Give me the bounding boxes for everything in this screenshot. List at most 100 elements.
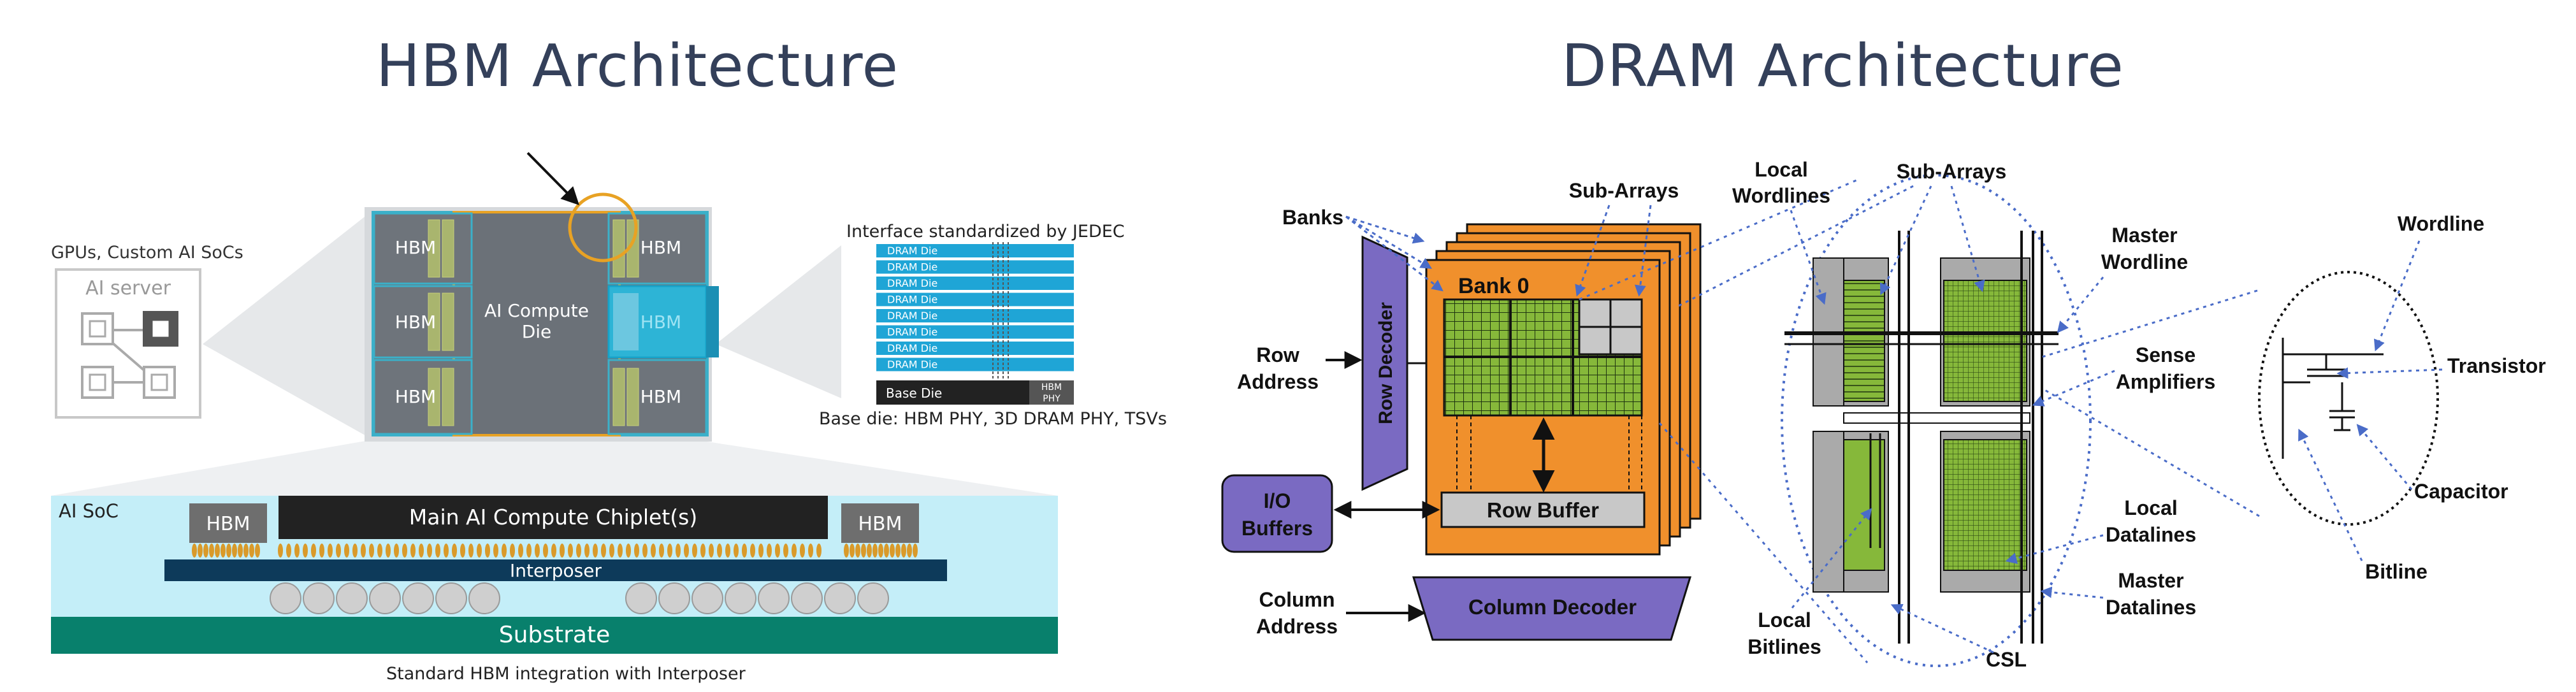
- microbump: [535, 544, 540, 558]
- microbump: [568, 544, 573, 558]
- dram-callouts: Local Wordlines Sub-Arrays Master Wordli…: [1675, 158, 2546, 671]
- base-die-label: Base Die: [886, 386, 942, 401]
- microbump: [913, 544, 918, 558]
- microbump: [551, 544, 556, 558]
- microbump: [734, 544, 739, 558]
- sub-array-tile: [1943, 280, 2027, 402]
- hbm-top-label: HBM: [640, 237, 681, 258]
- io-buffers-label: Buffers: [1241, 517, 1313, 540]
- sense-amplifiers-label: Sense: [2136, 343, 2196, 366]
- solder-ball: [369, 582, 401, 614]
- microbump: [510, 544, 515, 558]
- sub-array-tile: [1943, 439, 2027, 571]
- microbump: [435, 544, 440, 558]
- row-decoder: [1361, 235, 1408, 491]
- local-bitlines-label: Bitlines: [1747, 635, 1821, 658]
- hbm-side-left: [189, 503, 267, 543]
- local-datalines-label: Datalines: [2106, 523, 2196, 546]
- substrate: [51, 617, 1058, 654]
- microbump: [907, 544, 912, 558]
- hbm-top-label: HBM: [640, 312, 681, 333]
- dram-die: [876, 342, 1074, 355]
- microbump: [676, 544, 681, 558]
- microbump: [684, 544, 689, 558]
- microbump: [667, 544, 672, 558]
- hbm-phy-block: [1029, 380, 1074, 405]
- interposer-label: Interposer: [510, 560, 602, 581]
- microbump: [198, 544, 203, 558]
- solder-ball: [270, 582, 301, 614]
- solder-ball: [824, 582, 856, 614]
- zoom-ellipse: [1781, 174, 2092, 667]
- sub-array-tile: [1843, 439, 1885, 571]
- capacitor-label: Capacitor: [2414, 480, 2508, 503]
- microbump: [626, 544, 631, 558]
- cross-section: AI SoC Substrate Interposer HBM HBM Main…: [51, 496, 1058, 684]
- row-buffer-label: Row Buffer: [1487, 498, 1599, 522]
- microbump: [642, 544, 648, 558]
- microbump: [855, 544, 860, 558]
- hbm-stack-top: [373, 212, 473, 285]
- microbump-row: [192, 544, 918, 558]
- microbump: [895, 544, 901, 558]
- microbump: [609, 544, 614, 558]
- hbm-top-label: HBM: [395, 386, 436, 407]
- chip-icon: [143, 366, 176, 399]
- microbump: [344, 544, 349, 558]
- solder-bump-row: [270, 582, 889, 614]
- zoom-wedge: [51, 440, 1058, 496]
- microbump: [493, 544, 498, 558]
- microbump: [369, 544, 374, 558]
- compute-die-label: Die: [522, 321, 552, 342]
- sub-arrays-label: Sub-Arrays: [1897, 160, 2007, 183]
- interposer: [164, 559, 947, 581]
- hbm-side-right: [841, 503, 919, 543]
- microbump: [319, 544, 324, 558]
- microbump: [427, 544, 432, 558]
- sub-array-tile: [1843, 280, 1885, 402]
- banks-label: Banks: [1282, 206, 1343, 229]
- microbump: [444, 544, 449, 558]
- dram-die-label: DRAM Die: [887, 261, 937, 273]
- bank0-label: Bank 0: [1458, 274, 1530, 298]
- microbump: [419, 544, 424, 558]
- microbump: [402, 544, 407, 558]
- row-buffer: [1440, 491, 1646, 528]
- cell-ellipse: [2258, 271, 2439, 526]
- microbump: [232, 544, 237, 558]
- solder-ball: [725, 582, 756, 614]
- microbump: [775, 544, 780, 558]
- microbump: [221, 544, 226, 558]
- dram-die: [876, 244, 1074, 257]
- local-bitlines-label: Local: [1758, 609, 1811, 631]
- column-address-label: Address: [1256, 615, 1338, 638]
- hbm-top-label: HBM: [395, 312, 436, 333]
- microbump: [377, 544, 382, 558]
- hbm-stack-top: [373, 359, 473, 435]
- dram-die-label: DRAM Die: [887, 294, 937, 306]
- microbump: [526, 544, 532, 558]
- microbump: [700, 544, 706, 558]
- dram-die-label: DRAM Die: [887, 310, 937, 322]
- hbm-title: HBM Architecture: [376, 32, 899, 100]
- zoom-wedge: [716, 245, 841, 398]
- microbump: [543, 544, 548, 558]
- local-wordlines-label: Wordlines: [1732, 184, 1830, 207]
- solder-ball: [468, 582, 500, 614]
- microbump: [878, 544, 883, 558]
- hbm-phy-label: HBM: [1041, 382, 1062, 393]
- row-decoder-label: Row Decoder: [1375, 302, 1396, 424]
- microbump: [560, 544, 565, 558]
- row-address-label: Row: [1256, 343, 1299, 366]
- microbump: [452, 544, 457, 558]
- dram-title: DRAM Architecture: [1561, 32, 2124, 100]
- master-wordline-label: Master: [2111, 224, 2177, 247]
- microbump: [890, 544, 895, 558]
- sub-arrays-label: Sub-Arrays: [1569, 179, 1679, 202]
- dram-die: [876, 292, 1074, 306]
- microbump: [725, 544, 730, 558]
- microbump: [861, 544, 866, 558]
- microbump: [243, 544, 249, 558]
